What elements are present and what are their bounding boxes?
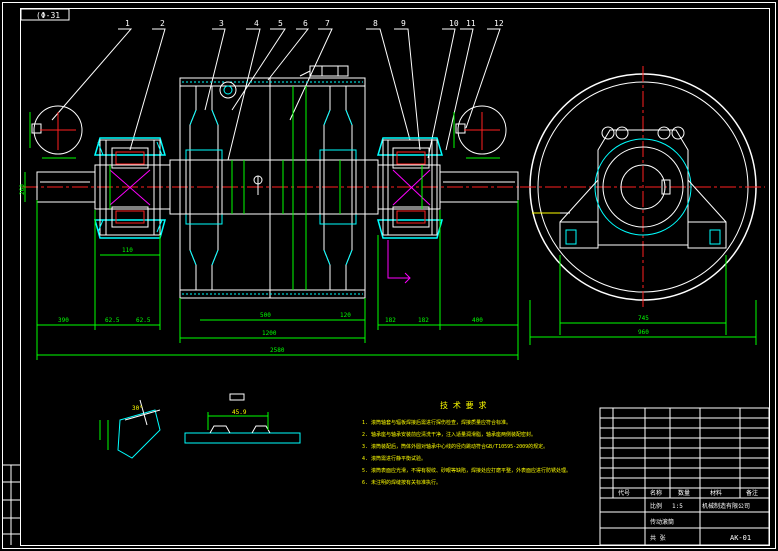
tech-req-line-2: 2. 轴承座与轴承安装前应清洗干净，注入适量润滑脂，轴承座两侧装配密封。 <box>362 431 536 438</box>
title-company: 机械制造有限公司 <box>702 502 750 510</box>
right-bearing-housing <box>376 137 444 284</box>
section-detail-bevel: 30° <box>99 399 161 459</box>
weld-detail-left <box>29 105 83 159</box>
leader-label-8: 8 <box>373 19 378 28</box>
dimension-texts: 390 62.5 62.5 500 120 182 182 400 110 12… <box>19 184 649 354</box>
drum-shell <box>179 77 366 299</box>
title-scale-label: 比例 <box>650 502 662 510</box>
leader-label-11: 11 <box>466 19 476 28</box>
leader-label-1: 1 <box>125 19 130 28</box>
dim-110: 110 <box>122 247 133 254</box>
leader-label-12: 12 <box>494 19 504 28</box>
title-part-name: 传动滚筒 <box>650 518 674 526</box>
dim-62-5-b: 62.5 <box>136 317 151 324</box>
title-drawing-no: AK-01 <box>730 534 751 542</box>
tech-req-line-4: 4. 滚筒需进行静平衡试验。 <box>362 455 426 462</box>
dim-500: 500 <box>260 312 271 319</box>
right-hub-disc <box>319 86 357 290</box>
dim-960: 960 <box>638 329 649 336</box>
leader-label-3: 3 <box>219 19 224 28</box>
tech-req-title: 技 术 要 求 <box>440 400 486 410</box>
title-sheet-label: 共 张 <box>650 534 666 542</box>
dim-62-5-a: 62.5 <box>105 317 120 324</box>
corner-tag-text: (Φ-31 <box>36 11 60 20</box>
tolerance-frame <box>299 65 349 77</box>
tech-req-line-3: 3. 滚筒装配后，筒体外圆对轴承中心线的径向跳动符合GB/T10595-2009… <box>362 443 548 450</box>
leader-label-4: 4 <box>254 19 259 28</box>
detail-dim-text: 45.9 <box>232 409 247 416</box>
dim-182-a: 182 <box>385 317 396 324</box>
title-header-remark: 备注 <box>746 489 758 497</box>
title-header-no: 代号 <box>618 489 630 497</box>
title-block: 代号 名称 数量 材料 备注 机械制造有限公司 比例 1:5 传动滚筒 共 张 … <box>599 407 770 546</box>
dim-260: 260 <box>19 184 26 195</box>
misc-marks <box>253 175 560 214</box>
corner-tag: (Φ-31 <box>20 8 70 21</box>
dim-120: 120 <box>340 312 351 319</box>
dim-745: 745 <box>638 315 649 322</box>
dim-400: 400 <box>472 317 483 324</box>
weld-detail-right <box>453 105 507 159</box>
dim-390: 390 <box>58 317 69 324</box>
leader-label-5: 5 <box>278 19 283 28</box>
diameter-callouts <box>109 86 423 290</box>
dim-2580: 2580 <box>270 347 285 354</box>
shaft <box>36 159 519 215</box>
title-header-qty: 数量 <box>678 489 690 497</box>
part-leaders: 1 2 3 4 5 6 7 8 9 10 11 12 <box>51 19 504 161</box>
title-header-material: 材料 <box>710 489 722 497</box>
title-header-name: 名称 <box>650 489 662 497</box>
dim-182-b: 182 <box>418 317 429 324</box>
tech-req-line-6: 6. 未注明的焊缝按有关标准执行。 <box>362 479 441 486</box>
title-scale-value: 1:5 <box>672 503 683 510</box>
tech-req-line-1: 1. 滚筒轴套与辐板焊接后需进行探伤检查，焊接质量应符合标准。 <box>362 419 511 426</box>
leader-label-10: 10 <box>449 19 459 28</box>
tech-req-line-5: 5. 滚筒表面应光滑，不得有裂纹、砂眼等缺陷，焊接处应打磨平整，外表面应进行防锈… <box>362 467 571 474</box>
tech-requirements: 技 术 要 求 1. 滚筒轴套与辐板焊接后需进行探伤检查，焊接质量应符合标准。 … <box>362 400 571 486</box>
leader-label-7: 7 <box>325 19 330 28</box>
left-bearing-housing <box>93 137 167 239</box>
dimension-lines <box>24 86 519 360</box>
detail-angle-text: 30° <box>132 405 143 412</box>
side-view <box>520 66 765 345</box>
leader-label-2: 2 <box>160 19 165 28</box>
leader-label-9: 9 <box>401 19 406 28</box>
section-detail-groove: 45.9 <box>184 393 301 444</box>
left-hub-disc <box>185 81 237 290</box>
leader-label-6: 6 <box>303 19 308 28</box>
dim-1200: 1200 <box>262 330 277 337</box>
